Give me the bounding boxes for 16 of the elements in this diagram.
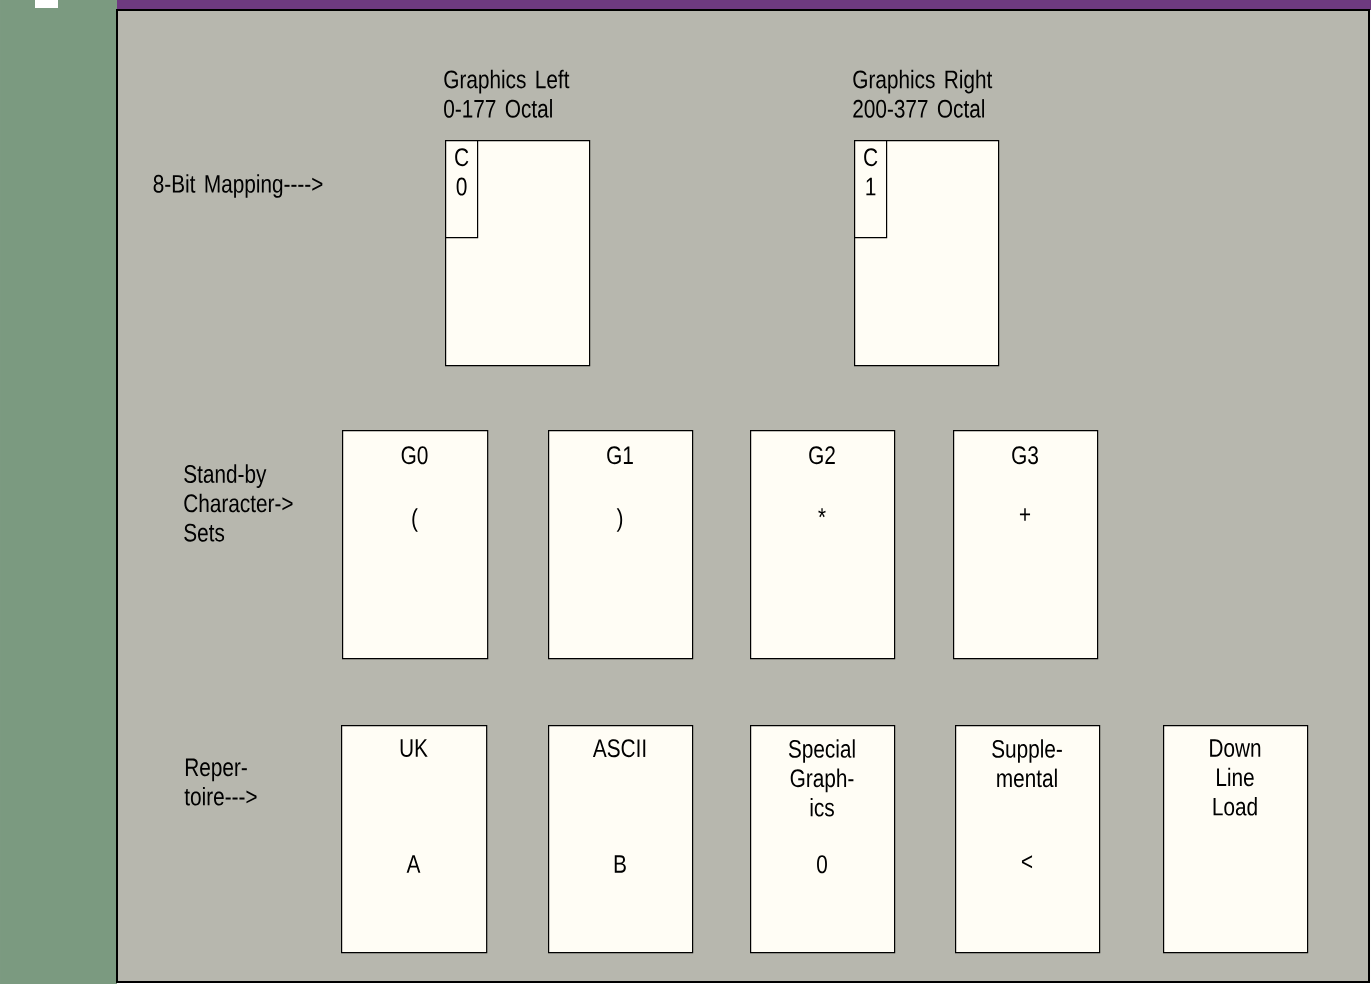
repertoire-box: UK A xyxy=(341,725,488,954)
row-label: Reper- toire---> xyxy=(184,758,257,806)
character-set-box: G1 ) xyxy=(548,430,694,660)
row-label: Stand-by Character-> Sets xyxy=(184,464,293,542)
repertoire-box: Down Line Load xyxy=(1163,725,1309,954)
character-set-box: G2 * xyxy=(750,430,896,660)
character-set-box: G0 ( xyxy=(342,430,489,660)
repertoire-box: Special Graph- ics 0 xyxy=(750,725,896,954)
node-label: Graphics Right 200-377 Octal xyxy=(853,69,993,118)
control-area-box: C 1 xyxy=(854,140,888,239)
row-label: 8-Bit Mapping----> xyxy=(153,174,323,198)
node-label: Graphics Left 0-177 Octal xyxy=(444,69,570,118)
control-area-box: C 0 xyxy=(445,140,479,239)
repertoire-box: Supple- mental < xyxy=(955,725,1101,954)
character-set-box: G3 + xyxy=(953,430,1099,660)
repertoire-box: ASCII B xyxy=(548,725,694,954)
